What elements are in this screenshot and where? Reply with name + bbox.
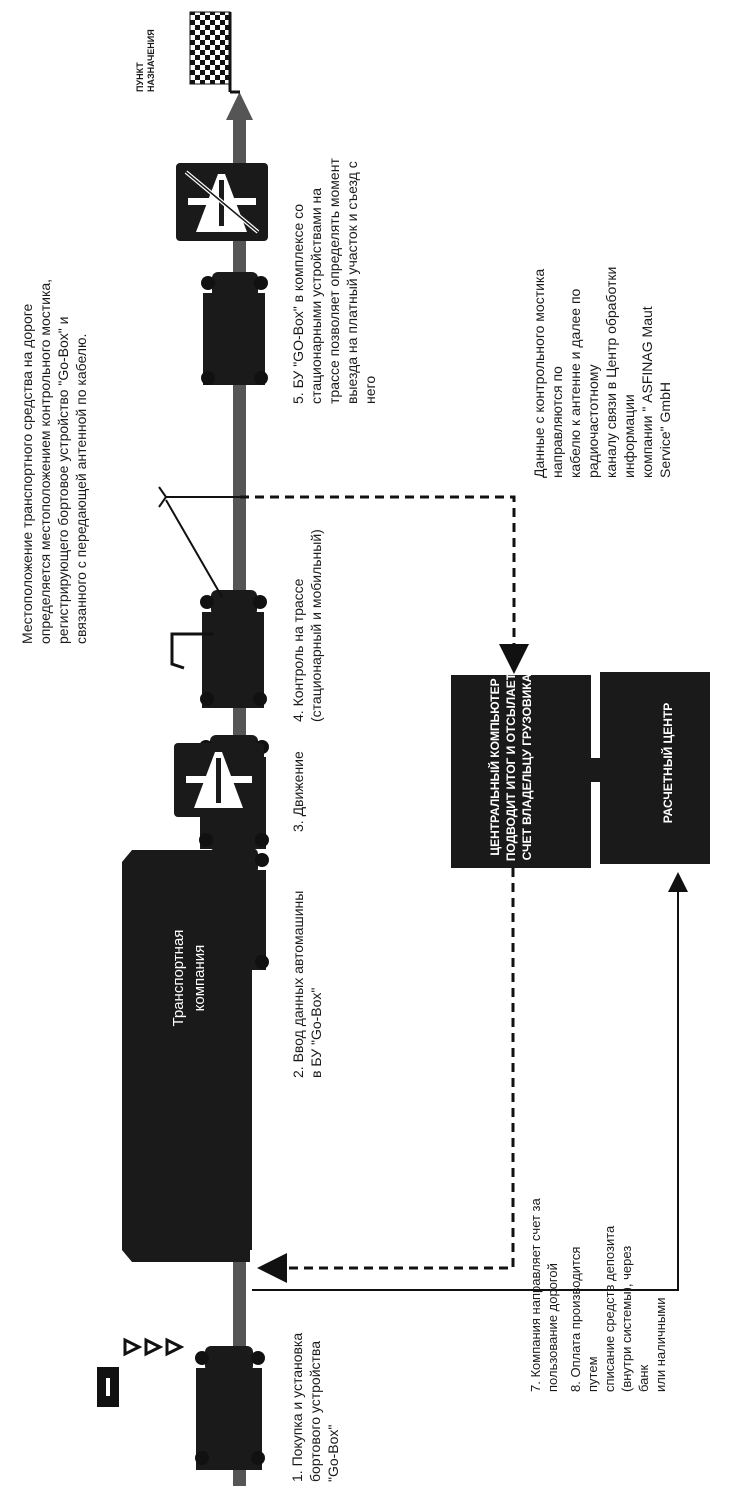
location-note: Местоположение транспортного средства на…: [19, 278, 89, 644]
motorway-end-sign-icon: [176, 163, 268, 241]
step-4-label: 4. Контроль на трассе (стационарный и мо…: [290, 529, 324, 722]
finish-flag-icon: [189, 11, 240, 94]
settlement-center-label: РАСЧЕТНЫЙ ЦЕНТР: [661, 702, 675, 824]
destination-label: ПУНКТ НАЗНАЧЕНИЯ: [135, 29, 156, 92]
step-1-label: 1. Покупка и установка бортового устройс…: [289, 1332, 341, 1482]
bridge-data-note: Данные с контрольного мостика направляют…: [531, 266, 673, 478]
transport-company-building: [122, 850, 252, 1262]
signal-icon: [123, 1337, 185, 1357]
step-2-label: 2. Ввод данных автомашины в БУ "Go-Box": [290, 890, 324, 1078]
truck-icon: [195, 1346, 265, 1470]
step-8-label: 8. Оплата производится путем списание ср…: [568, 1225, 668, 1392]
payment-arrow: [252, 872, 688, 1291]
antenna-icon: [158, 486, 240, 598]
go-box-device-icon: [97, 1367, 119, 1407]
truck-icon: [170, 590, 267, 708]
transport-company-label: Транспортная компания: [170, 929, 208, 1027]
box-connector: [588, 758, 604, 782]
motorway-sign-icon: [174, 743, 264, 817]
central-computer-box: [451, 675, 591, 868]
step-3-label: 3. Движение: [290, 751, 306, 832]
step-7-label: 7. Компания направляет счет за пользован…: [528, 1198, 560, 1392]
central-computer-label: ЦЕНТРАЛЬНЫЙ КОМПЬЮТЕР ПОДВОДИТ ИТОГ И ОТ…: [488, 672, 534, 862]
step-5-label: 5. БУ "GO-Box" в комплексе со стационарн…: [290, 158, 378, 404]
settlement-center-box: [600, 672, 710, 864]
antenna-data-arrow: [240, 495, 529, 674]
truck-icon: [201, 272, 268, 385]
